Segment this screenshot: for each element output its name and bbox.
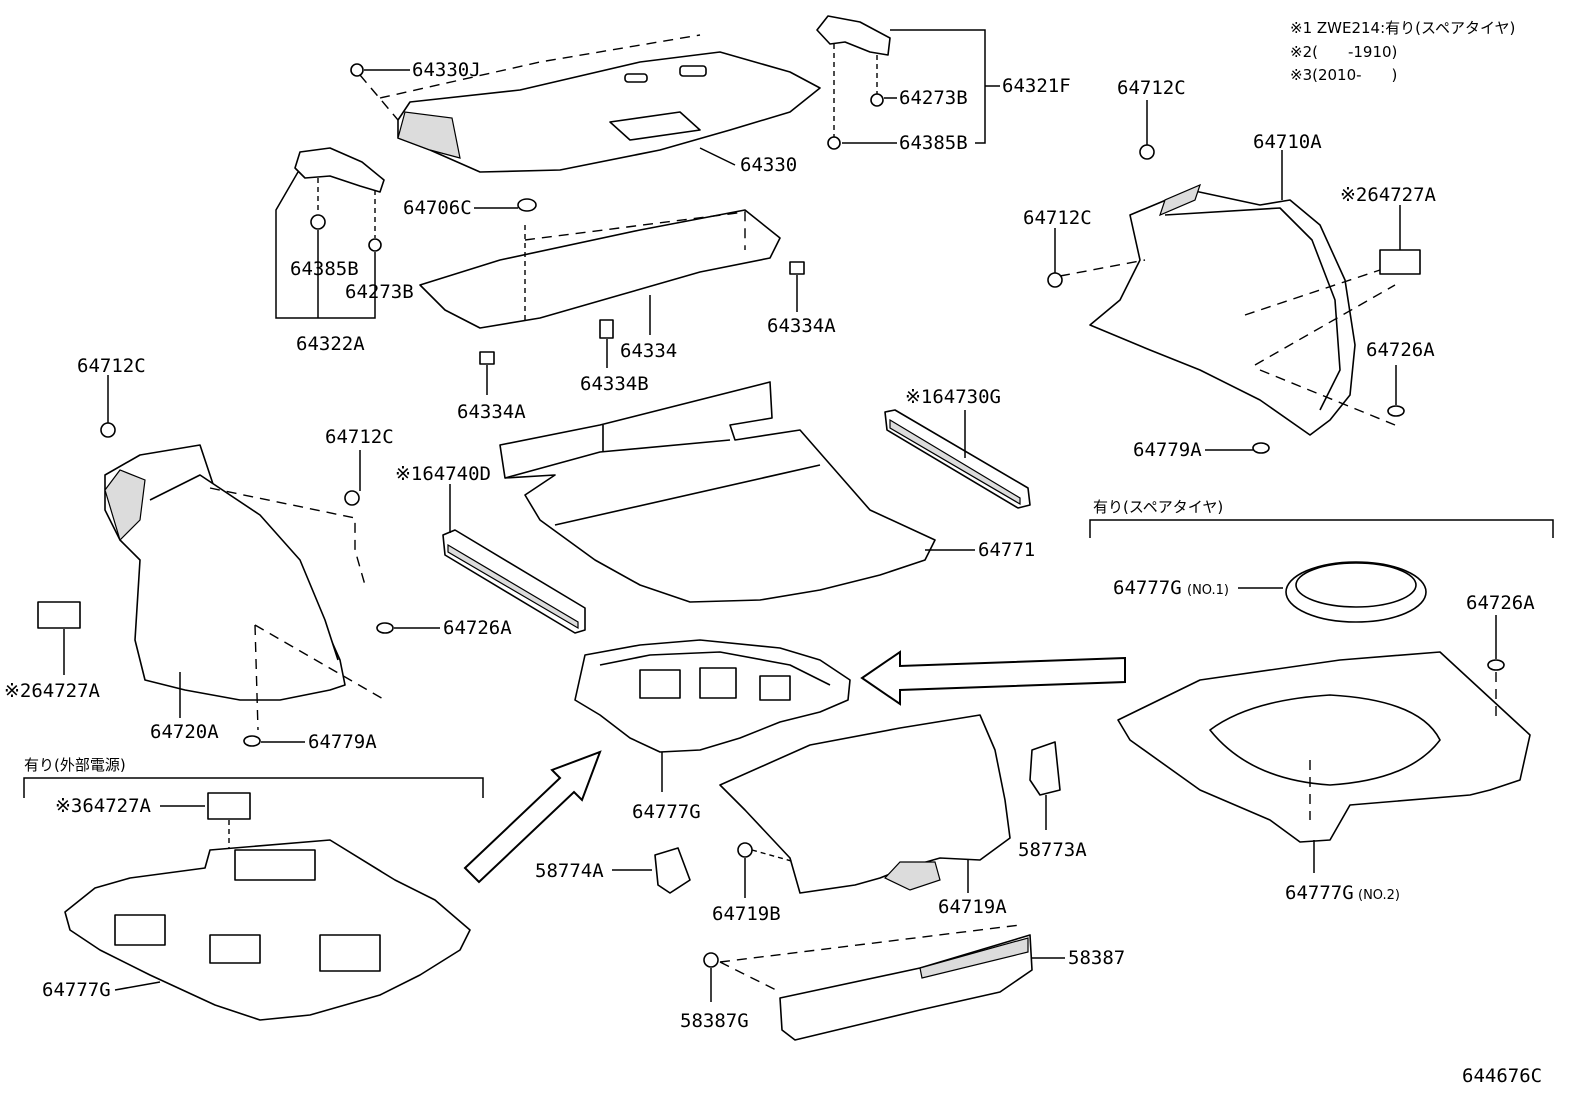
label-64779A-right: 64779A	[1133, 439, 1202, 461]
floor-mat-64771	[499, 381, 936, 603]
label-58387G: 58387G	[680, 1010, 749, 1032]
label-64720A: 64720A	[150, 721, 219, 743]
label-64334: 64334	[620, 340, 677, 362]
label-64727A-left: ※264727A	[4, 680, 101, 702]
label-64779A-left: 64779A	[308, 731, 377, 753]
quarter-trim-left-64720A	[104, 444, 386, 731]
clip-64712C-top	[1139, 144, 1155, 160]
bracket-64322A	[294, 147, 385, 252]
bracket-64321F	[816, 15, 891, 150]
label-64777G-no1-suffix: (NO.1)	[1187, 583, 1229, 598]
note-2: ※2( -1910)	[1290, 43, 1397, 61]
label-64777G-ext: 64777G	[42, 979, 111, 1001]
label-64712C-left: 64712C	[77, 355, 146, 377]
label-64727A-right: ※264727A	[1340, 184, 1437, 206]
sill-strip-64730G	[884, 409, 1031, 509]
luggage-tray-ext-64777G	[64, 839, 471, 1021]
pad-64727A-right	[1379, 249, 1421, 275]
label-64322A: 64322A	[296, 333, 365, 355]
clip-64779A-right	[1252, 442, 1270, 454]
arrow-ext-to-center	[463, 750, 602, 884]
label-64712C-right: 64712C	[1023, 207, 1092, 229]
label-64726A-spare: 64726A	[1466, 592, 1535, 614]
clip-64712C-mid	[344, 490, 360, 506]
label-64777G-no2: 64777G	[1285, 882, 1354, 904]
label-64719B: 64719B	[712, 903, 781, 925]
bracket-58774A	[654, 847, 691, 894]
label-64777G-no2-suffix: (NO.2)	[1358, 888, 1400, 903]
pad-64334A-left	[479, 351, 495, 365]
label-64330J: 64330J	[412, 59, 481, 81]
clip-64726A-mid	[376, 622, 394, 634]
label-64726A-mid: 64726A	[443, 617, 512, 639]
label-64712C-mid: 64712C	[325, 426, 394, 448]
note-1: ※1 ZWE214:有り(スペアタイヤ)	[1290, 19, 1515, 37]
clip-64706C	[517, 198, 537, 212]
clip-64726A-spare	[1487, 659, 1505, 671]
label-64385B-left: 64385B	[290, 258, 359, 280]
label-64719A: 64719A	[938, 896, 1007, 918]
label-64273B-left: 64273B	[345, 281, 414, 303]
note-3: ※3(2010- )	[1290, 66, 1397, 84]
group-title-spare-tire: 有り(スペアタイヤ)	[1093, 498, 1223, 516]
arrow-spare-to-center	[860, 650, 1126, 706]
label-64771: 64771	[978, 539, 1035, 561]
label-64334A-left: 64334A	[457, 401, 526, 423]
pad-64727A-left	[37, 601, 81, 629]
bracket-58773A	[1029, 741, 1061, 796]
label-64706C: 64706C	[403, 197, 472, 219]
label-64726A-right: 64726A	[1366, 339, 1435, 361]
group-title-external-power: 有り(外部電源)	[24, 756, 126, 774]
screw-64330J	[350, 63, 364, 77]
label-64385B-top: 64385B	[899, 132, 968, 154]
label-64777G-no1: 64777G	[1113, 577, 1182, 599]
clip-64712C-right	[1047, 272, 1063, 288]
luggage-mat-64719A	[719, 714, 1011, 894]
clip-64779A-left	[243, 735, 261, 747]
package-tray-trim	[359, 34, 821, 173]
sill-strip-64740D	[442, 529, 586, 634]
label-58774A: 58774A	[535, 860, 604, 882]
label-58387: 58387	[1068, 947, 1125, 969]
clip-64712C-left	[100, 422, 116, 438]
quarter-trim-right-64710A	[1059, 183, 1396, 436]
pad-64334A-right	[789, 261, 805, 275]
clip-58387G	[703, 952, 719, 968]
label-64321F: 64321F	[1002, 75, 1071, 97]
spare-tire-tray-no2	[1117, 651, 1531, 843]
label-64273B-top: 64273B	[899, 87, 968, 109]
label-64777G-center: 64777G	[632, 801, 701, 823]
diagram-id: 644676C	[1462, 1065, 1542, 1087]
label-64740D: ※164740D	[395, 463, 491, 485]
label-64334A-right: 64334A	[767, 315, 836, 337]
scuff-plate-58387	[719, 924, 1033, 1041]
clip-64726A-right	[1387, 405, 1405, 417]
label-64330: 64330	[740, 154, 797, 176]
luggage-tray-center-64777G	[574, 639, 851, 753]
label-58773A: 58773A	[1018, 839, 1087, 861]
pad-64334B	[599, 319, 614, 339]
label-64712C-top: 64712C	[1117, 77, 1186, 99]
label-64730G: ※164730G	[905, 386, 1001, 408]
label-64727A-ext: ※364727A	[55, 795, 152, 817]
clip-64719B	[737, 842, 753, 858]
pad-64727A-ext	[207, 792, 251, 820]
tray-mat-64334	[419, 209, 781, 329]
label-64334B: 64334B	[580, 373, 649, 395]
label-64710A: 64710A	[1253, 131, 1322, 153]
spare-tire-tray-no1	[1285, 561, 1427, 623]
